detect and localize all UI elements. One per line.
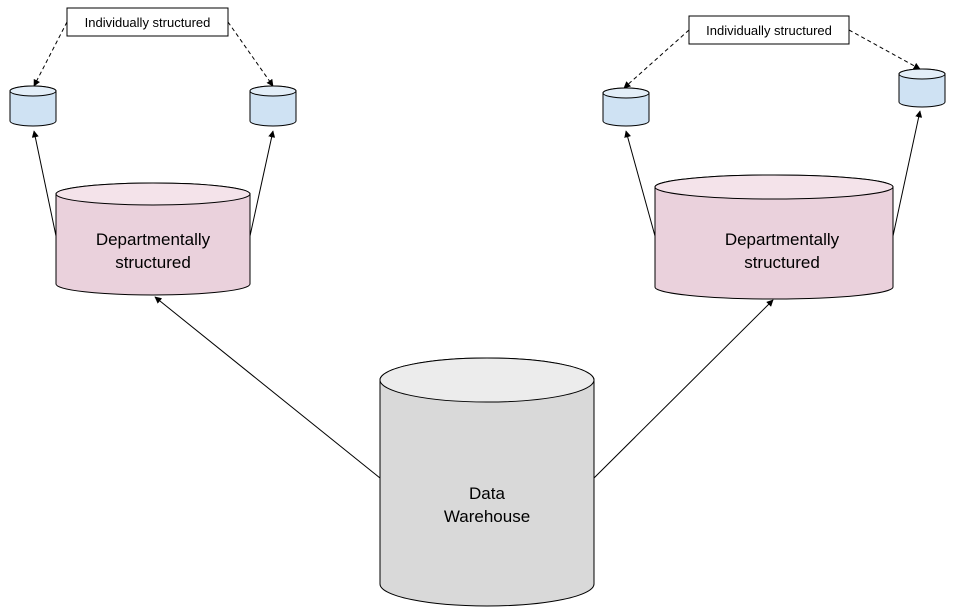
small-db-4	[898, 68, 946, 108]
edge-dept-right-to-db-3	[624, 130, 656, 237]
small-db-3	[602, 87, 650, 127]
indiv-box-right-frame	[688, 15, 850, 45]
indiv-box-left-label: Individually structured	[85, 15, 211, 30]
indiv-box-left-frame	[66, 7, 229, 37]
edge-dept-left-to-db-2	[249, 130, 276, 237]
small-db-1	[9, 85, 57, 127]
small-db-4-top	[898, 68, 946, 80]
small-db-2-top	[249, 85, 297, 97]
data-warehouse-cylinder: Data Warehouse	[379, 357, 595, 607]
dashed-connectors	[33, 21, 921, 89]
small-db-3-top	[602, 87, 650, 99]
dashed-edge-left-2	[227, 21, 274, 87]
edge-warehouse-to-dept-right	[593, 299, 774, 479]
indiv-box-right-label: Individually structured	[706, 23, 832, 38]
dashed-edge-right-1	[623, 29, 690, 89]
edge-dept-left-to-db-1	[31, 130, 57, 237]
warehouse-label-line-1: Data	[469, 484, 505, 503]
dept-left-label-line-2: structured	[115, 253, 191, 272]
dept-cylinder-left: Departmentally structured	[55, 182, 251, 296]
dashed-edge-right-2	[848, 29, 921, 70]
small-db-2	[249, 85, 297, 127]
dashed-edge-left-1	[33, 21, 68, 87]
warehouse-label-line-2: Warehouse	[444, 507, 530, 526]
indiv-box-right: Individually structured	[688, 15, 850, 45]
dept-right-label-line-1: Departmentally	[725, 230, 840, 249]
dept-left-label-line-1: Departmentally	[96, 230, 211, 249]
dept-left-top	[55, 182, 251, 206]
dept-cylinder-right: Departmentally structured	[654, 174, 894, 300]
warehouse-top	[379, 357, 595, 403]
small-db-1-top	[9, 85, 57, 97]
edge-warehouse-to-dept-left	[154, 296, 381, 479]
edge-dept-right-to-db-4	[892, 110, 923, 237]
connectors	[31, 110, 923, 479]
indiv-box-left: Individually structured	[66, 7, 229, 37]
dept-right-top	[654, 174, 894, 200]
dept-right-label-line-2: structured	[744, 253, 820, 272]
